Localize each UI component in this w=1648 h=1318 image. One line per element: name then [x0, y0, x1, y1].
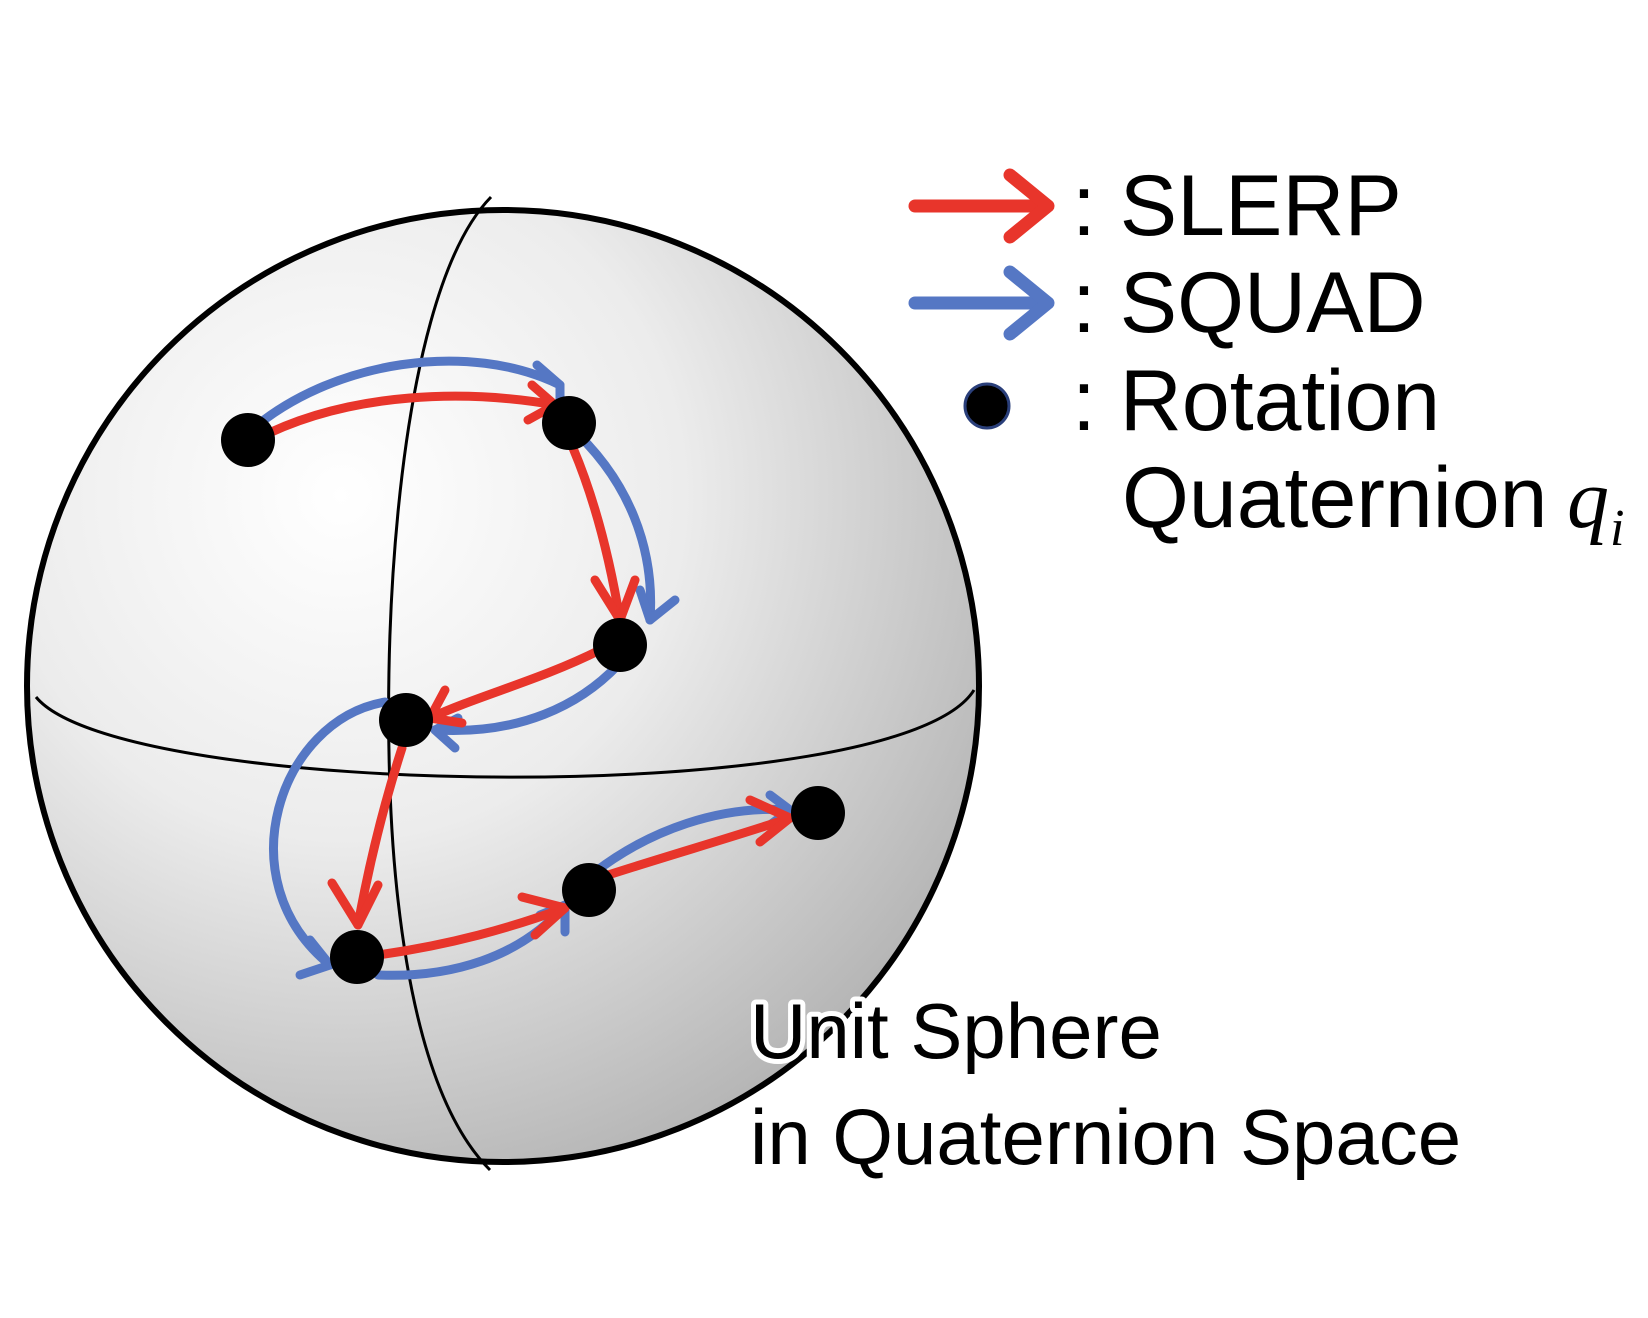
legend-point-label-line1: : Rotation — [1072, 353, 1440, 449]
squad-path — [563, 420, 656, 625]
quaternion-point — [330, 930, 384, 984]
legend-point-label-line2: Quaternion — [1122, 450, 1548, 546]
quaternion-point — [791, 786, 845, 840]
red-arrow-icon — [908, 168, 1055, 244]
caption-line1: Unit Sphere — [750, 987, 1162, 1075]
meridian-curve — [387, 195, 493, 1172]
quaternion-points — [221, 396, 845, 984]
caption-line2: in Quaternion Space — [750, 1093, 1461, 1181]
slerp-path — [373, 903, 570, 960]
legend: : SLERP : SQUAD : Rotation Quaternion q … — [908, 158, 1624, 557]
blue-arrow-icon — [908, 265, 1055, 341]
quaternion-point — [593, 618, 647, 672]
quaternion-point — [542, 396, 596, 450]
slerp-path — [568, 443, 625, 625]
slerp-path — [250, 391, 560, 445]
slerp-arrowhead — [327, 878, 383, 930]
quaternion-point — [379, 693, 433, 747]
quaternion-point — [221, 413, 275, 467]
quaternion-point — [562, 863, 616, 917]
equator-curve — [34, 689, 976, 779]
squad-arrowhead — [635, 585, 680, 625]
slerp-paths — [250, 380, 795, 960]
squad-arrowhead — [295, 935, 335, 980]
legend-squad-label: : SQUAD — [1072, 255, 1426, 351]
slerp-path — [425, 645, 605, 723]
squad-path — [430, 660, 623, 736]
squad-path — [243, 356, 565, 438]
caption: Unit Sphere in Quaternion Space — [745, 982, 1466, 1186]
squad-path — [269, 697, 390, 970]
quaternion-symbol-subscript: i — [1610, 500, 1624, 557]
slerp-arrowhead — [745, 795, 795, 847]
slerp-arrowhead — [517, 892, 570, 940]
black-dot-icon — [963, 382, 1011, 430]
slerp-path — [600, 813, 795, 881]
legend-slerp-label: : SLERP — [1072, 158, 1402, 254]
quaternion-symbol: q — [1567, 453, 1609, 546]
slerp-path — [353, 743, 407, 930]
